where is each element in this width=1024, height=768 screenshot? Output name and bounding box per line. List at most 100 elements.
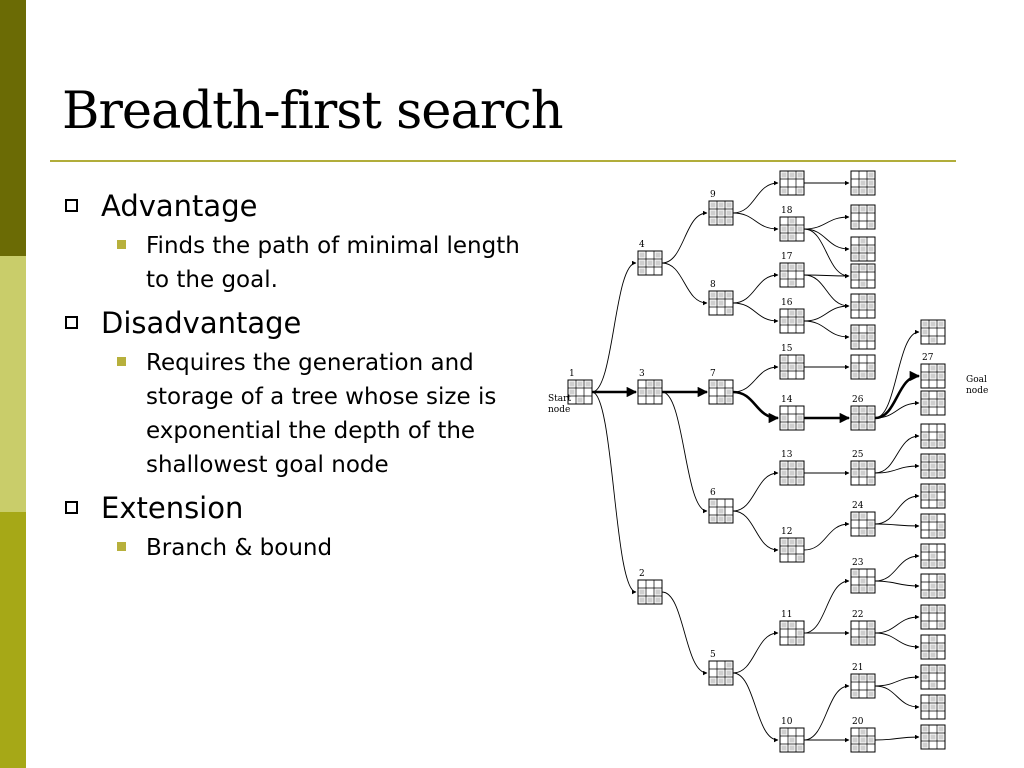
tree-edge	[803, 320, 850, 340]
puzzle-node	[920, 319, 946, 345]
puzzle-node	[850, 620, 876, 646]
node-number-label: 10	[781, 717, 793, 727]
bullet-label: Disadvantage	[101, 306, 302, 340]
tree-edge	[803, 303, 850, 322]
tree-edge	[661, 262, 708, 306]
accent-band-middle	[0, 256, 26, 512]
puzzle-node	[850, 511, 876, 537]
tree-edge	[591, 260, 637, 393]
puzzle-node	[779, 354, 805, 380]
puzzle-node	[850, 405, 876, 431]
puzzle-node	[850, 204, 876, 230]
node-number-label: 7	[710, 369, 716, 379]
puzzle-node	[637, 250, 663, 276]
puzzle-node	[850, 568, 876, 594]
puzzle-node	[920, 363, 946, 389]
node-number-label: 26	[852, 395, 864, 405]
sub-bullet-text: Finds the path of minimal length to the …	[146, 233, 520, 293]
hollow-square-bullet-icon	[65, 316, 78, 329]
node-number-label: 18	[781, 206, 793, 216]
tree-edge	[732, 302, 779, 324]
node-number-label: 15	[781, 344, 793, 354]
sub-bullet: Finds the path of minimal length to the …	[62, 229, 532, 297]
tree-edge	[874, 433, 920, 474]
node-number-label: 17	[781, 252, 793, 262]
search-tree-diagram: 1342987651918171615141312111026252423222…	[548, 168, 988, 753]
sub-bullet: Requires the generation and storage of a…	[62, 346, 532, 482]
node-number-label: 4	[639, 240, 645, 250]
puzzle-node	[920, 483, 946, 509]
tree-edge	[803, 214, 850, 230]
tree-edge	[874, 400, 920, 419]
puzzle-node	[779, 620, 805, 646]
tree-edge	[732, 672, 779, 743]
tree-edge	[874, 580, 920, 589]
puzzle-node	[920, 573, 946, 599]
bullet-list: Advantage Finds the path of minimal leng…	[62, 188, 532, 573]
hollow-square-bullet-icon	[65, 501, 78, 514]
tree-edge	[803, 274, 850, 309]
goal-node-label: Goal	[966, 375, 987, 385]
bullet-label: Extension	[101, 491, 244, 525]
tree-edge	[803, 683, 850, 741]
tree-edge	[661, 591, 708, 676]
node-number-label: 5	[710, 650, 716, 660]
puzzle-node	[920, 664, 946, 690]
node-number-label: 25	[852, 450, 864, 460]
node-number-label: 16	[781, 298, 793, 308]
filled-square-bullet-icon	[117, 240, 126, 249]
node-number-label: 24	[852, 501, 864, 511]
puzzle-node	[708, 660, 734, 686]
puzzle-node	[850, 727, 876, 753]
start-node-label: Start	[548, 394, 571, 404]
puzzle-node	[850, 170, 876, 196]
node-number-label: 13	[781, 450, 793, 460]
tree-edge	[803, 228, 850, 252]
node-number-label: 9	[710, 190, 716, 200]
puzzle-node	[850, 293, 876, 319]
tree-edge	[874, 329, 920, 419]
tree-edge	[732, 390, 780, 424]
accent-band-bottom	[0, 512, 26, 768]
tree-edge	[874, 614, 920, 634]
slide-title: Breadth-first search	[62, 82, 564, 141]
puzzle-node	[708, 200, 734, 226]
node-number-label: 23	[852, 558, 864, 568]
tree-edge	[803, 273, 850, 279]
puzzle-node	[850, 354, 876, 380]
goal-node-label: node	[966, 386, 988, 396]
tree-edge	[874, 370, 921, 420]
puzzle-node	[920, 453, 946, 479]
tree-edge	[874, 553, 920, 582]
node-number-label: 21	[852, 663, 863, 673]
tree-edge	[732, 212, 779, 232]
tree-edge	[732, 470, 779, 512]
accent-band-top	[0, 0, 26, 256]
filled-square-bullet-icon	[117, 357, 126, 366]
puzzle-node	[920, 423, 946, 449]
node-number-label: 11	[781, 610, 792, 620]
bullet-extension: Extension	[62, 490, 532, 526]
puzzle-node	[920, 694, 946, 720]
tree-edge	[732, 180, 779, 214]
puzzle-node	[920, 513, 946, 539]
node-number-label: 1	[569, 369, 575, 379]
tree-edge	[874, 685, 920, 710]
filled-square-bullet-icon	[117, 542, 126, 551]
node-number-label: 27	[922, 353, 934, 363]
puzzle-node	[920, 604, 946, 630]
tree-edge	[874, 632, 920, 650]
puzzle-node	[779, 460, 805, 486]
tree-edge	[661, 391, 708, 514]
tree-edge	[732, 272, 779, 304]
bullet-label: Advantage	[101, 189, 258, 223]
node-number-label: 19	[781, 168, 793, 170]
sub-bullet-text: Requires the generation and storage of a…	[146, 350, 497, 478]
tree-edge	[803, 228, 850, 279]
puzzle-node	[850, 263, 876, 289]
tree-edge	[874, 463, 920, 474]
node-number-label: 8	[710, 280, 716, 290]
puzzle-node	[920, 390, 946, 416]
puzzle-node	[779, 308, 805, 334]
tree-edge	[874, 734, 920, 741]
